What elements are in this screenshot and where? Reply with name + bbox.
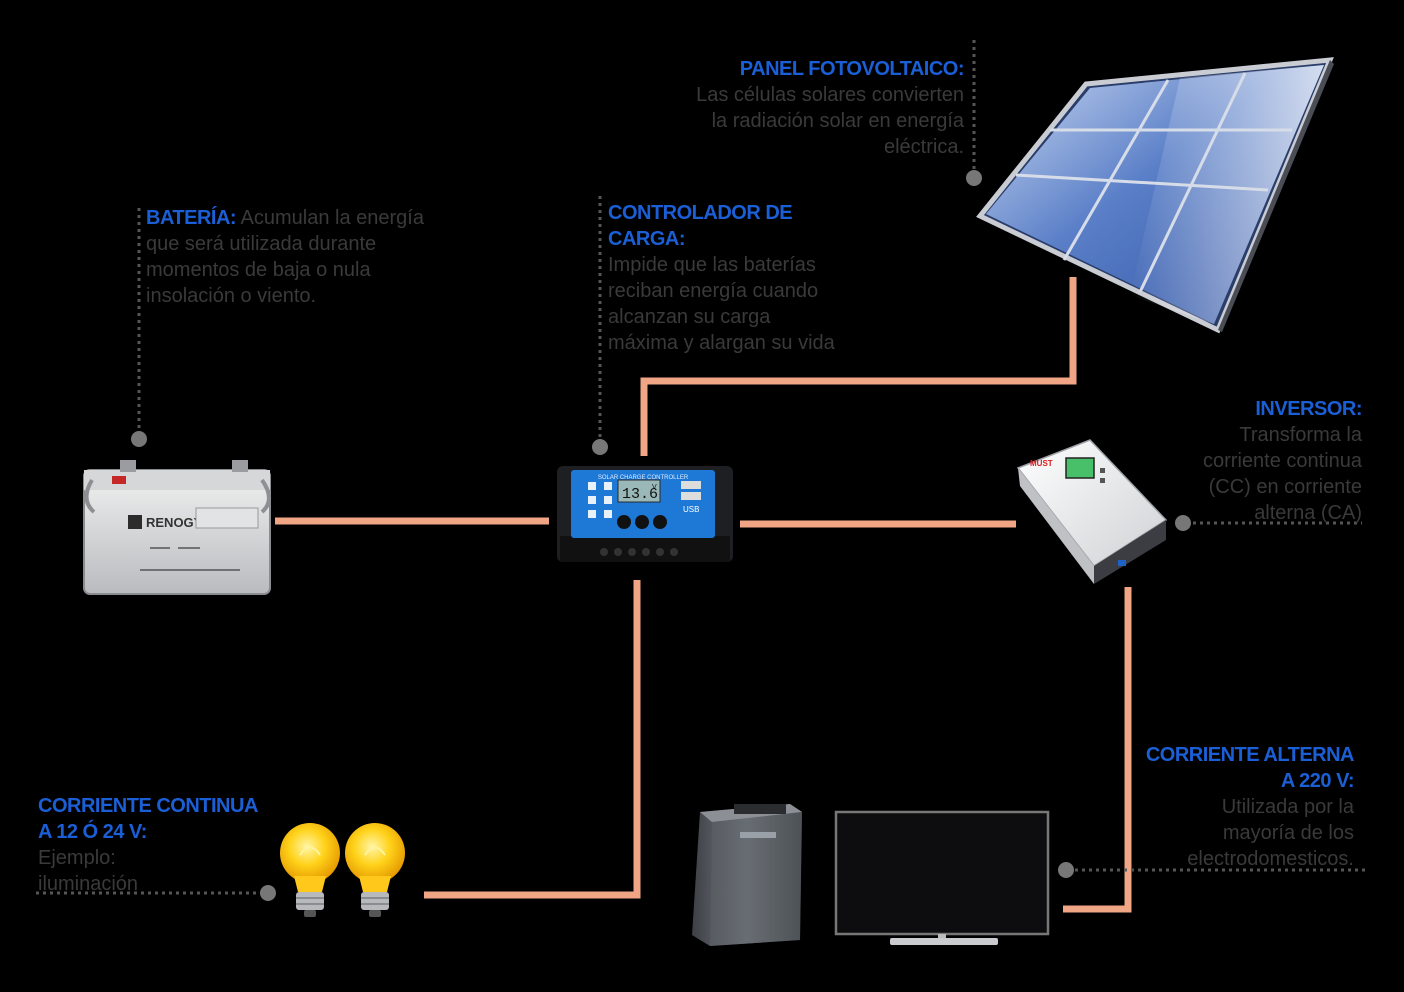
label-controller-title-1: CONTROLADOR DE (608, 202, 793, 224)
label-ac-line-1: Utilizada por la (1221, 796, 1354, 818)
label-inverter-line-1: Transforma la (1239, 424, 1362, 446)
controller-header-text: SOLAR CHARGE CONTROLLER (598, 475, 689, 481)
label-panel-line-2: la radiación solar en energía (711, 110, 964, 132)
label-battery-line-1: Acumulan la energía (240, 207, 424, 229)
label-dc-line-1: Ejemplo: (38, 847, 116, 869)
label-ac-title-2: A 220 V: (1280, 770, 1355, 792)
solar-panel-icon (976, 57, 1334, 334)
controller-display-value: 13.6 (622, 486, 658, 503)
battery-brand-text: RENOGY (146, 515, 203, 530)
label-panel-title: PANEL FOTOVOLTAICO: (739, 58, 965, 80)
leader-dot-inverter (1175, 515, 1191, 531)
leader-dot-controller (592, 439, 608, 455)
label-inverter-line-4: alterna (CA) (1254, 502, 1362, 524)
label-panel-line-3: eléctrica. (883, 136, 964, 158)
inverter-brand-text: MUST (1030, 459, 1053, 468)
label-controller-line-3: alcanzan su carga (608, 306, 771, 328)
television-icon (834, 810, 1050, 945)
label-ac-line-2: mayoría de los (1222, 822, 1354, 844)
controller-usb-text: USB (683, 505, 699, 514)
label-ac: CORRIENTE ALTERNA A 220 V: Utilizada por… (1100, 742, 1355, 872)
connector-panel-controller (640, 277, 1077, 456)
label-controller-line-1: Impide que las baterías (608, 254, 816, 276)
inverter-icon: MUST (1016, 439, 1168, 584)
light-bulb-icon (345, 823, 405, 917)
label-controller-title-2: CARGA: (608, 228, 686, 250)
label-controller: CONTROLADOR DE CARGA: Impide que las bat… (608, 200, 868, 356)
label-battery-line-4: insolación o viento. (146, 285, 317, 307)
label-battery-line-2: que será utilizada durante (146, 233, 377, 255)
label-battery: BATERÍA: Acumulan la energía que será ut… (146, 205, 446, 309)
leader-dot-panel (966, 170, 982, 186)
label-battery-title: BATERÍA: (146, 207, 237, 229)
label-ac-title-1: CORRIENTE ALTERNA (1145, 744, 1355, 766)
connector-inverter-ac-loads (1063, 587, 1132, 913)
label-panel-line-1: Las células solares convierten (696, 84, 964, 106)
leader-dots (131, 170, 1191, 901)
label-inverter: INVERSOR: Transforma la corriente contin… (1140, 396, 1362, 526)
label-controller-line-2: reciban energía cuando (608, 280, 819, 302)
battery-icon: RENOGY (83, 460, 271, 595)
washing-machine-icon (692, 804, 802, 946)
label-inverter-title: INVERSOR: (1255, 398, 1362, 420)
label-ac-line-3: electrodomesticos. (1187, 848, 1354, 870)
label-dc-title-1: CORRIENTE CONTINUA (38, 795, 258, 817)
leader-dot-dc (260, 885, 276, 901)
connector-controller-dc-loads (424, 580, 641, 899)
controller-display-unit: V (652, 484, 657, 491)
leader-lines (36, 40, 1366, 895)
label-inverter-line-2: corriente continua (1203, 450, 1362, 472)
leader-dot-ac (1058, 862, 1074, 878)
light-bulb-icon (280, 823, 340, 917)
label-inverter-line-3: (CC) en corriente (1208, 476, 1362, 498)
charge-controller-icon: SOLAR CHARGE CONTROLLER 13.6 V USB (557, 466, 733, 562)
label-dc-line-2: iluminación (38, 873, 139, 895)
label-dc: CORRIENTE CONTINUA A 12 Ó 24 V: Ejemplo:… (38, 793, 278, 897)
label-controller-line-4: máxima y alargan su vida (608, 332, 835, 354)
label-battery-line-3: momentos de baja o nula (146, 259, 371, 281)
label-dc-title-2: A 12 Ó 24 V: (38, 821, 147, 843)
leader-dot-battery (131, 431, 147, 447)
label-panel: PANEL FOTOVOLTAICO: Las células solares … (660, 56, 964, 160)
connectors (275, 277, 1132, 913)
